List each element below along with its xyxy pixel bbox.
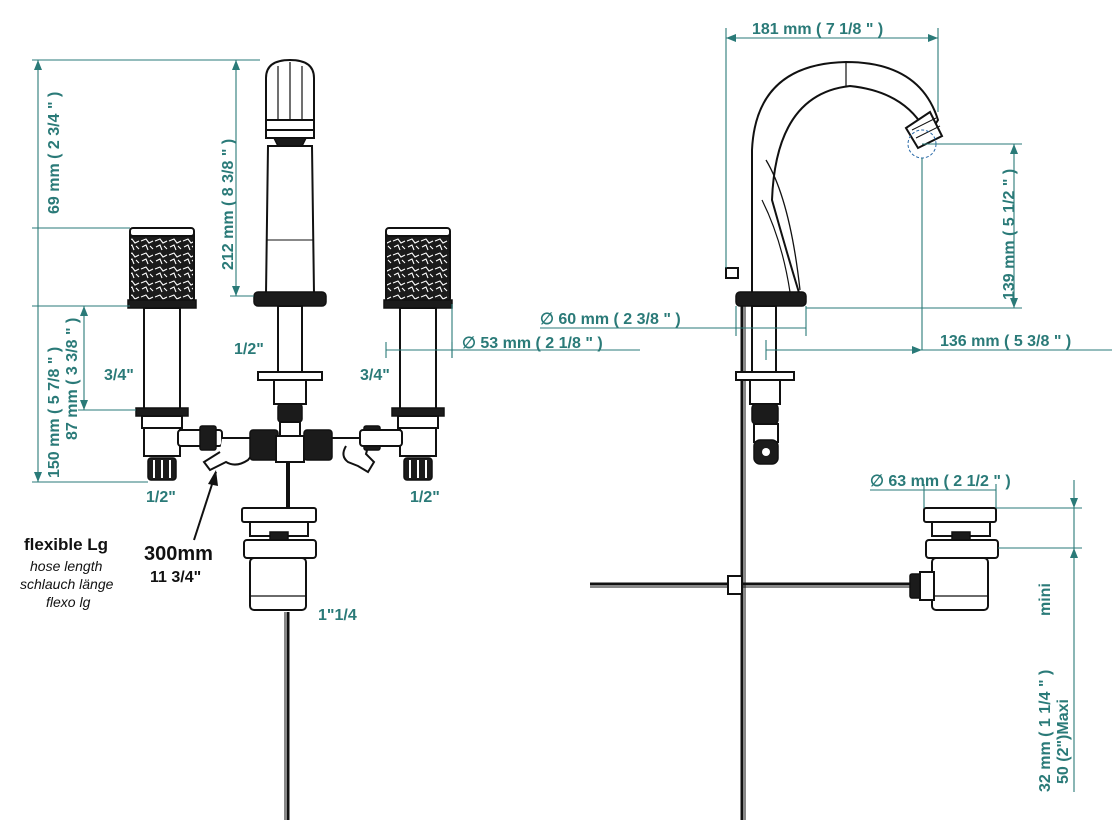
dim-150-label: 150 mm ( 5 7/8 " ) — [46, 347, 63, 478]
dim-139-label: 139 mm ( 5 1/2 " ) — [1001, 169, 1018, 300]
hose-label-en: hose length — [30, 558, 103, 574]
thread-label-half-right: 1/2" — [410, 489, 440, 506]
dim-mini-label: mini — [1037, 583, 1054, 616]
front-view: 69 mm ( 2 3/4 " ) 150 mm ( 5 7/8 " ) 87 … — [20, 58, 640, 820]
dim-69-label: 69 mm ( 2 3/4 " ) — [46, 92, 63, 214]
front-dimensions — [32, 59, 640, 483]
dim-212-label: 212 mm ( 8 3/8 " ) — [220, 139, 237, 270]
dim-181-label: 181 mm ( 7 1/8 " ) — [752, 21, 883, 38]
thread-label-center: 1/2" — [234, 341, 264, 358]
dim-60-label: ∅ 60 mm ( 2 3/8 " ) — [540, 311, 681, 328]
left-handle — [127, 227, 197, 481]
hose-length-value: 300mm — [144, 543, 213, 565]
side-view — [590, 60, 944, 820]
drain-detail — [909, 507, 999, 611]
front-drain — [241, 462, 317, 820]
center-spout — [253, 58, 327, 437]
hose-title: flexible Lg — [24, 535, 108, 554]
dim-136-label: 136 mm ( 5 3/8 " ) — [940, 333, 1071, 350]
dim-87-label: 87 mm ( 3 3/8 " ) — [64, 318, 81, 440]
dim-32-label: 32 mm ( 1 1/4 " ) — [1037, 670, 1054, 792]
thread-label-left: 3/4" — [104, 367, 134, 384]
hose-label-de: schlauch länge — [20, 576, 114, 592]
dim-63-label: ∅ 63 mm ( 2 1/2 " ) — [870, 473, 1011, 490]
dim-53-label: ∅ 53 mm ( 2 1/8 " ) — [462, 335, 603, 352]
side-dimensions — [540, 28, 1112, 360]
thread-label-right: 3/4" — [360, 367, 390, 384]
right-handle — [383, 227, 453, 481]
hose-length-inch: 11 3/4" — [150, 569, 201, 586]
hose-connectors — [177, 425, 403, 474]
drain-thread-label: 1"1/4 — [318, 607, 357, 624]
drain-dimensions — [870, 480, 1082, 792]
hose-label-fr: flexo lg — [46, 594, 91, 610]
dim-maxi-label: 50 (2")Maxi — [1055, 699, 1072, 784]
thread-label-half-left: 1/2" — [146, 489, 176, 506]
